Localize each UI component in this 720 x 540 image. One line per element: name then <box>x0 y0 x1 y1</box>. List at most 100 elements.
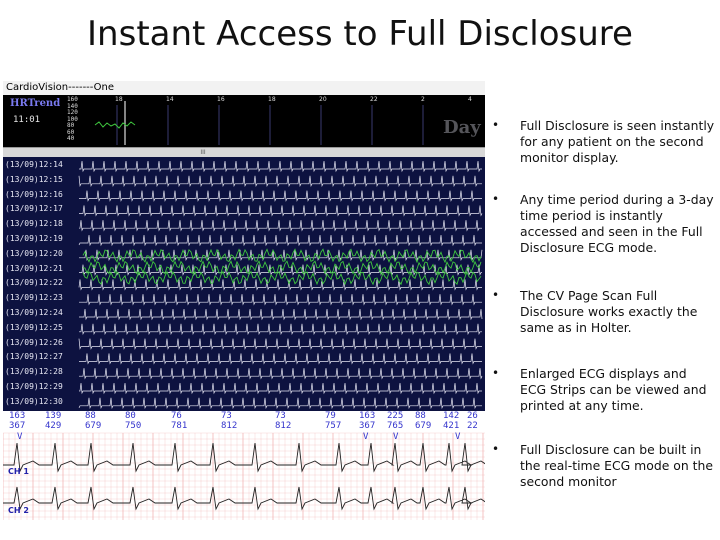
disclosure-row[interactable]: (13/09)12:17 <box>3 202 485 217</box>
hr-trend-graph <box>94 101 424 145</box>
row-timestamp: (13/09)12:26 <box>5 337 63 347</box>
bullet-marker: • <box>492 288 500 302</box>
full-disclosure-rows[interactable]: (13/09)12:14(13/09)12:15(13/09)12:16(13/… <box>3 158 485 410</box>
disclosure-row[interactable]: (13/09)12:19 <box>3 232 485 247</box>
bullet-text: Full Disclosure is seen instantly for an… <box>520 118 715 165</box>
beat-value-top: 79 <box>325 411 336 421</box>
row-timestamp: (13/09)12:15 <box>5 174 63 184</box>
hr-scale-label: 160 <box>67 96 78 103</box>
beat-value-bottom: 765 <box>387 421 404 431</box>
ecg-trace <box>79 160 482 173</box>
cardiovision-window: CardioVision-------One HRTrend 11:01 160… <box>3 81 485 520</box>
hr-scale: 160 140 120 100 80 60 40 <box>67 96 91 143</box>
ecg-trace <box>79 382 482 395</box>
hour-tick: 14 <box>166 96 174 103</box>
beat-value-top: 88 <box>415 411 426 421</box>
hour-tick: 18 <box>115 96 123 103</box>
beat-value-top: 76 <box>171 411 182 421</box>
disclosure-row[interactable]: (13/09)12:25 <box>3 321 485 336</box>
noise-trace <box>82 260 482 276</box>
beat-value-top: 80 <box>125 411 136 421</box>
disclosure-row[interactable]: (13/09)12:22 <box>3 276 485 291</box>
beat-value-bottom: 812 <box>275 421 292 431</box>
ecg-trace <box>79 294 482 306</box>
horizontal-scrollbar[interactable]: III <box>3 147 485 157</box>
beat-v-mark: V <box>455 432 461 442</box>
ecg-trace <box>79 220 482 232</box>
beat-value-top: 225 <box>387 411 404 421</box>
noise-trace <box>82 248 482 264</box>
disclosure-row[interactable]: (13/09)12:28 <box>3 365 485 380</box>
row-timestamp: (13/09)12:20 <box>5 248 63 258</box>
strip-ecg-trace <box>3 486 485 511</box>
ecg-trace <box>79 308 483 321</box>
hour-tick: 18 <box>268 96 276 103</box>
beat-value-top: 88 <box>85 411 96 421</box>
bullet-text: Enlarged ECG displays and ECG Strips can… <box>520 366 707 413</box>
hr-trend-time: 11:01 <box>13 115 41 125</box>
hour-tick: 22 <box>370 96 378 103</box>
hour-tick: 2 <box>421 96 425 103</box>
beat-value-bottom: 22 <box>467 421 478 431</box>
beat-value-bottom: 367 <box>9 421 26 431</box>
hr-trend-label: HRTrend <box>10 98 61 109</box>
disclosure-row[interactable]: (13/09)12:30 <box>3 395 485 410</box>
bullet-marker: • <box>492 366 500 380</box>
hour-tick: 16 <box>217 96 225 103</box>
disclosure-row[interactable]: (13/09)12:23 <box>3 291 485 306</box>
hour-tick: 4 <box>468 96 472 103</box>
bullet-text: Any time period during a 3-day time peri… <box>520 192 714 255</box>
disclosure-row[interactable]: (13/09)12:14 <box>3 158 485 173</box>
row-timestamp: (13/09)12:17 <box>5 204 63 214</box>
beat-value-top: 142 <box>443 411 460 421</box>
row-timestamp: (13/09)12:29 <box>5 382 63 391</box>
disclosure-row[interactable]: (13/09)12:18 <box>3 217 485 232</box>
disclosure-row[interactable]: (13/09)12:26 <box>3 336 485 351</box>
slide-title: Instant Access to Full Disclosure <box>87 14 633 54</box>
row-timestamp: (13/09)12:21 <box>5 263 63 273</box>
beat-v-mark: V <box>363 432 369 442</box>
ecg-trace <box>78 397 482 410</box>
beat-value-bottom: 429 <box>45 421 62 431</box>
hr-scale-label: 80 <box>67 122 75 129</box>
bullet-marker: • <box>492 442 500 456</box>
beat-value-bottom: 781 <box>171 421 188 431</box>
beat-value-bottom: 757 <box>325 421 342 431</box>
hr-scale-label: 140 <box>67 102 78 110</box>
ecg-trace <box>79 205 483 217</box>
day-label: Day <box>443 117 481 138</box>
row-timestamp: (13/09)12:19 <box>5 234 63 243</box>
ecg-trace <box>79 323 482 336</box>
window-title: CardioVision-------One <box>3 81 485 95</box>
hr-trend-panel[interactable]: HRTrend 11:01 160 140 120 100 80 60 40 1… <box>3 95 485 147</box>
beat-v-mark: V <box>17 432 23 442</box>
scroll-thumb[interactable]: III <box>200 149 206 156</box>
disclosure-row[interactable]: (13/09)12:24 <box>3 306 485 321</box>
channel-label-1: CH 1 <box>8 467 29 476</box>
full-disclosure-ecg <box>78 160 483 410</box>
hr-scale-label: 40 <box>67 135 75 142</box>
noise-trace <box>82 270 482 286</box>
row-timestamp: (13/09)12:14 <box>5 160 63 169</box>
channel-label-2: CH 2 <box>8 506 29 515</box>
disclosure-row[interactable]: (13/09)12:15 <box>3 173 485 188</box>
disclosure-row[interactable]: (13/09)12:16 <box>3 188 485 203</box>
disclosure-row[interactable]: (13/09)12:21 <box>3 262 485 277</box>
beat-value-bottom: 679 <box>415 421 432 431</box>
disclosure-row[interactable]: (13/09)12:29 <box>3 380 485 395</box>
ecg-trace <box>79 190 482 202</box>
beat-value-top: 73 <box>221 411 232 421</box>
row-timestamp: (13/09)12:25 <box>5 322 63 332</box>
disclosure-row[interactable]: (13/09)12:20 <box>3 247 485 262</box>
beat-value-bottom: 679 <box>85 421 102 431</box>
ecg-trace <box>79 353 482 365</box>
disclosure-row[interactable]: (13/09)12:27 <box>3 350 485 365</box>
beat-value-top: 26 <box>467 411 478 421</box>
beat-value-top: 163 <box>359 411 376 421</box>
beat-value-top: 73 <box>275 411 286 421</box>
bullet-marker: • <box>492 118 500 132</box>
ecg-trace <box>79 368 483 380</box>
row-timestamp: (13/09)12:27 <box>5 352 63 362</box>
strip-ecg-trace <box>3 442 485 473</box>
